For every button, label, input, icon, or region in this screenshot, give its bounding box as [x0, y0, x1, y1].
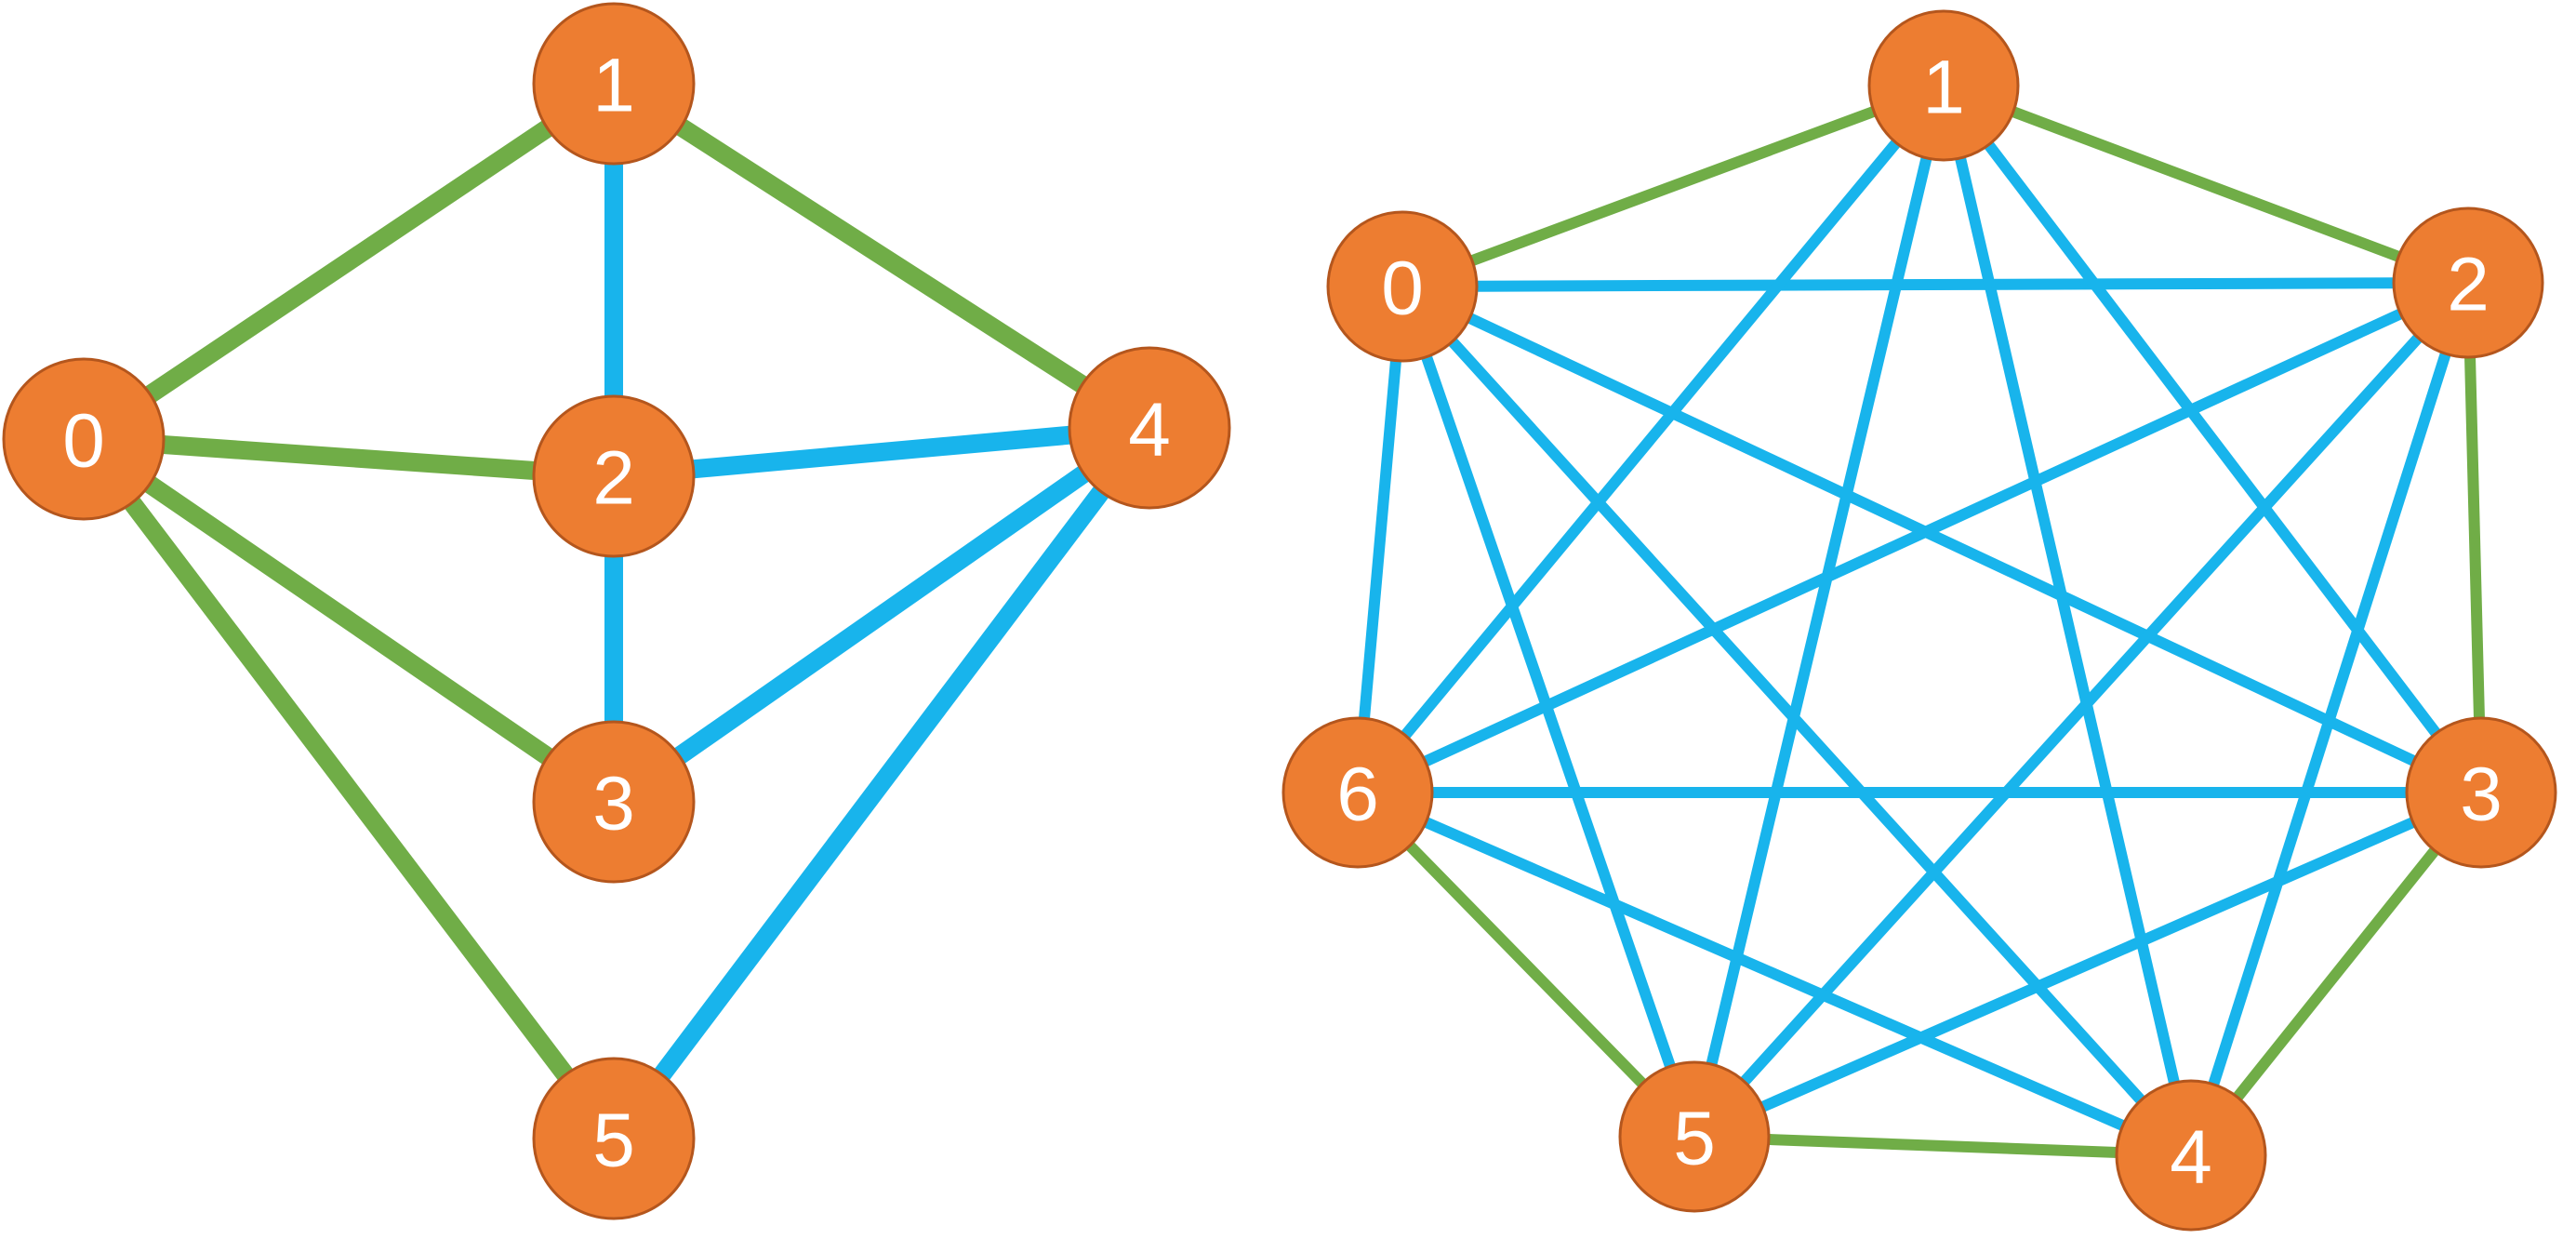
left-graph-node-0-label: 0: [62, 399, 105, 484]
right-graph-node-1-label: 1: [1922, 46, 1965, 130]
right-graph-node-6-label: 6: [1336, 753, 1379, 837]
left-graph-node-2-label: 2: [592, 436, 635, 521]
right-graph-edge-1-4-blue: [1938, 84, 2197, 1157]
right-graph-edge-3-4-green: [2186, 789, 2486, 1159]
right-graph-nodes: 0 1 2 3 4 5 6: [1281, 9, 2557, 1232]
right-graph-edge-2-6-blue: [1355, 277, 2471, 798]
right-graph-edge-5-6-green: [1353, 788, 1699, 1141]
right-graph-edge-1-6-blue: [1353, 82, 1948, 796]
right-graph-node-1-circle: [1867, 9, 2020, 162]
right-graph-node-3-label: 3: [2460, 753, 2503, 837]
left-graph-node-1: 1: [532, 2, 696, 166]
left-graph-edge-2-4-blue: [613, 419, 1150, 486]
left-graph-node-5-label: 5: [592, 1099, 635, 1183]
right-graph-node-5-circle: [1618, 1060, 1771, 1213]
left-graph-node-1-label: 1: [592, 44, 635, 128]
right-graph-edge-2-5-blue: [1690, 278, 2473, 1141]
right-graph-edge-3-5-blue: [1692, 787, 2484, 1142]
left-graph-node-3: 3: [532, 720, 696, 884]
left-graph-node-2: 2: [532, 394, 696, 558]
right-graph-edge-1-2-green: [1941, 80, 2471, 288]
left-graph-edge-3-4-blue: [608, 420, 1155, 810]
right-graph-node-4: 4: [2115, 1079, 2267, 1232]
left-graph-node-0: 0: [2, 357, 166, 521]
right-graph-edge-2-4-blue: [2185, 281, 2474, 1157]
left-graph-node-5: 5: [532, 1057, 696, 1220]
right-graph: 0 1 2 3 4 5 6: [1281, 9, 2557, 1232]
left-graph-edge-0-1-green: [78, 75, 619, 447]
left-graph-node-3-circle: [532, 720, 696, 884]
left-graph-edge-4-5-blue: [606, 421, 1157, 1145]
left-graph-edge-0-3-green: [78, 431, 619, 810]
right-graph-edge-4-6-blue: [1355, 787, 2194, 1161]
left-graph-node-1-circle: [532, 2, 696, 166]
left-graph-node-4: 4: [1068, 346, 1231, 510]
right-graph-node-5: 5: [1618, 1060, 1771, 1213]
left-graph-edge-0-2-green: [83, 430, 615, 486]
left-graph: 0 1 2 3 4 5: [2, 2, 1231, 1220]
right-graph-node-1: 1: [1867, 9, 2020, 162]
right-graph-node-2: 2: [2392, 206, 2544, 359]
right-graph-node-0: 0: [1326, 210, 1479, 363]
right-graph-node-6-circle: [1281, 716, 1434, 869]
left-graph-edge-1-4-green: [608, 75, 1155, 436]
right-graph-node-6: 6: [1281, 716, 1434, 869]
right-graph-edge-0-5-blue: [1397, 285, 1700, 1139]
right-graph-edge-0-6-blue: [1352, 286, 1408, 793]
right-graph-edge-0-2-blue: [1401, 277, 2469, 292]
left-graph-node-4-label: 4: [1128, 388, 1171, 473]
right-graph-node-2-circle: [2392, 206, 2544, 359]
right-graph-node-0-circle: [1326, 210, 1479, 363]
left-graph-nodes: 0 1 2 3 4 5: [2, 2, 1231, 1220]
right-graph-edge-4-5-green: [1693, 1131, 2192, 1161]
right-graph-edge-2-3-green: [2463, 282, 2487, 793]
left-graph-node-5-circle: [532, 1057, 696, 1220]
right-graph-edge-0-1-green: [1400, 80, 1946, 292]
left-graph-edges: [76, 75, 1157, 1145]
right-graph-node-0-label: 0: [1381, 246, 1424, 331]
left-graph-node-0-circle: [2, 357, 166, 521]
right-graph-edge-1-3-blue: [1939, 82, 2486, 796]
right-graph-node-5-label: 5: [1673, 1097, 1716, 1181]
right-graph-edge-0-3-blue: [1400, 281, 2484, 798]
right-graph-edges: [1352, 80, 2487, 1161]
left-graph-node-2-circle: [532, 394, 696, 558]
right-graph-node-3-circle: [2405, 716, 2557, 869]
left-graph-node-3-label: 3: [592, 762, 635, 846]
right-graph-node-4-label: 4: [2170, 1115, 2212, 1200]
right-graph-node-3: 3: [2405, 716, 2557, 869]
right-graph-node-2-label: 2: [2447, 243, 2490, 327]
left-graph-node-4-circle: [1068, 346, 1231, 510]
right-graph-node-4-circle: [2115, 1079, 2267, 1232]
left-graph-edge-0-5-green: [76, 433, 621, 1145]
